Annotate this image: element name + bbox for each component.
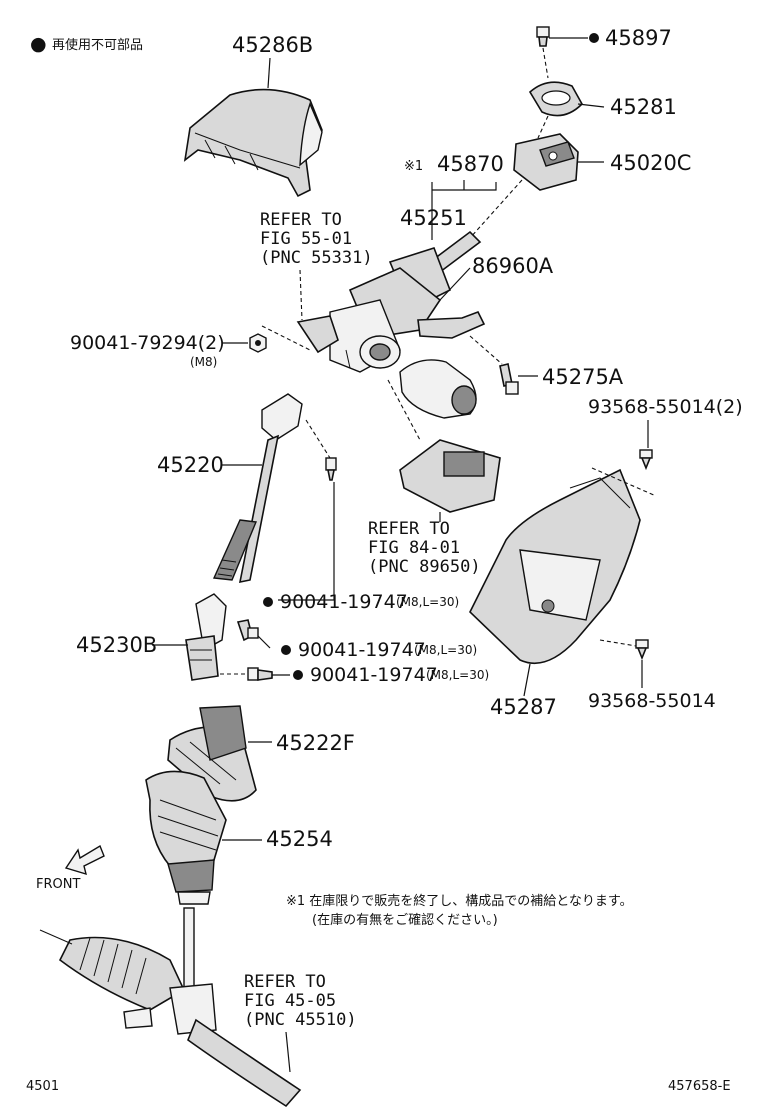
part-45287[interactable]: 45287 (490, 695, 557, 719)
boot-45254-drawing (145, 770, 227, 905)
non-reusable-marker (263, 597, 273, 607)
part-45251[interactable]: 45251 (400, 206, 467, 230)
note-mark: ※1 (404, 159, 423, 174)
bolt-b-drawing (236, 619, 259, 642)
part-90041-19747-a[interactable]: 90041-19747 (280, 591, 408, 613)
ref-fig45-line2[interactable]: FIG 45-05 (244, 991, 336, 1011)
footer-right: 457658-E (668, 1079, 731, 1094)
ref-fig84-line2[interactable]: FIG 84-01 (368, 538, 460, 558)
part-93568-55014-2[interactable]: 93568-55014(2) (588, 396, 743, 418)
front-label: FRONT (36, 877, 80, 892)
part-45254[interactable]: 45254 (266, 827, 333, 851)
part-45870[interactable]: 45870 (437, 152, 504, 176)
part-45286B[interactable]: 45286B (232, 33, 313, 57)
clip-45897-drawing (536, 26, 550, 47)
ref-fig45-line3[interactable]: (PNC 45510) (244, 1010, 357, 1030)
part-90041-19747-b-spec: (M8,L=30) (414, 643, 477, 657)
part-45220[interactable]: 45220 (157, 453, 224, 477)
ref-fig84-line3[interactable]: (PNC 89650) (368, 557, 481, 577)
non-reusable-marker (589, 33, 599, 43)
part-90041-19747-a-spec: (M8,L=30) (396, 595, 459, 609)
footer-left: 4501 (26, 1079, 59, 1094)
screw-lower-drawing (635, 639, 649, 661)
part-45230B[interactable]: 45230B (76, 633, 157, 657)
steering-gear-drawing (39, 907, 302, 1108)
ref-fig45-line1[interactable]: REFER TO (244, 972, 326, 992)
steering-column-drawing (296, 230, 486, 419)
hole-cover-45222F-drawing (167, 705, 257, 802)
part-86960A[interactable]: 86960A (472, 254, 554, 278)
universal-joint-drawing (185, 593, 227, 681)
bracket-45281-drawing (528, 81, 583, 117)
part-90041-79294-spec: (M8) (190, 355, 217, 369)
part-45020C[interactable]: 45020C (610, 151, 691, 175)
ref-fig55-line1[interactable]: REFER TO (260, 210, 342, 230)
footnote-line2: (在庫の有無をご確認ください。) (312, 912, 498, 928)
part-90041-79294[interactable]: 90041-79294(2) (70, 332, 225, 354)
ref-fig55-line2[interactable]: FIG 55-01 (260, 229, 352, 249)
part-93568-55014[interactable]: 93568-55014 (588, 690, 716, 712)
part-90041-19747-b[interactable]: 90041-19747 (298, 639, 426, 661)
non-reusable-marker (281, 645, 291, 655)
ref-fig55-line3[interactable]: (PNC 55331) (260, 248, 373, 268)
bolt-45275A-drawing (499, 363, 519, 395)
part-45897[interactable]: 45897 (605, 26, 672, 50)
ref-fig84-line1[interactable]: REFER TO (368, 519, 450, 539)
part-45281[interactable]: 45281 (610, 95, 677, 119)
ecu-bracket-drawing (399, 439, 501, 513)
bolt-a-drawing (325, 457, 337, 481)
part-45275A[interactable]: 45275A (542, 365, 624, 389)
nut-drawing (249, 333, 267, 353)
part-45222F[interactable]: 45222F (276, 731, 355, 755)
legend-text: 再使用不可部品 (52, 37, 143, 53)
bolt-c-drawing (247, 667, 273, 681)
part-90041-19747-c-spec: (M8,L=30) (426, 668, 489, 682)
footnote-line1: ※1 在庫限りで販売を終了し、構成品での補給となります。 (286, 893, 633, 909)
upper-column-cover-drawing (183, 88, 323, 198)
switch-block-45020C-drawing (513, 133, 579, 191)
non-reusable-marker (293, 670, 303, 680)
front-arrow-icon (64, 844, 105, 876)
part-90041-19747-c[interactable]: 90041-19747 (310, 664, 438, 686)
lower-column-cover-drawing (469, 468, 641, 664)
screw-upper-drawing (639, 449, 653, 471)
legend-marker: ● (30, 33, 47, 55)
intermediate-shaft-drawing (212, 393, 303, 584)
